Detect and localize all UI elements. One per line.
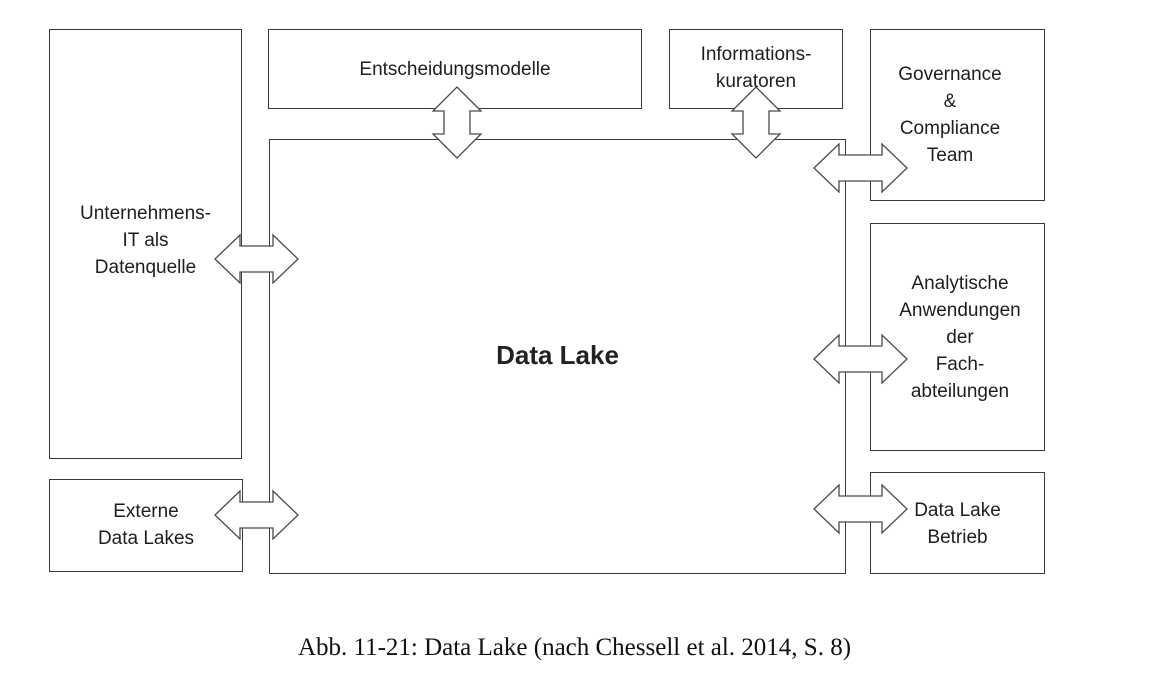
label-entscheidungsmodelle: Entscheidungsmodelle [359, 58, 551, 80]
label-analytische-anwendungen: Analytische Anwendungen der Fach- abteil… [899, 272, 1021, 402]
label-informationskuratoren: Informations- kuratoren [700, 44, 812, 92]
box-data-lake-betrieb [870, 472, 1045, 574]
box-data-lake [269, 139, 846, 574]
box-externe-data-lakes [49, 479, 243, 572]
label-governance: Governance & Compliance Team [898, 64, 1002, 166]
label-externe-data-lakes: Externe Data Lakes [97, 501, 195, 549]
box-unternehmens-it [49, 29, 242, 459]
box-analytische-anwendungen [870, 223, 1045, 451]
double-arrow-icon [214, 489, 299, 541]
double-arrow-icon [214, 233, 299, 285]
double-arrow-icon [813, 142, 908, 194]
double-arrow-icon [813, 483, 908, 535]
double-arrow-icon [813, 333, 908, 385]
data-lake-title: Data Lake [496, 340, 619, 370]
double-arrow-icon [431, 86, 483, 159]
label-unternehmens-it: Unternehmens- IT als Datenquelle [80, 202, 211, 278]
double-arrow-icon [730, 86, 782, 159]
label-data-lake-betrieb: Data Lake Betrieb [914, 500, 1001, 548]
figure-caption: Abb. 11-21: Data Lake (nach Chessell et … [297, 634, 852, 661]
